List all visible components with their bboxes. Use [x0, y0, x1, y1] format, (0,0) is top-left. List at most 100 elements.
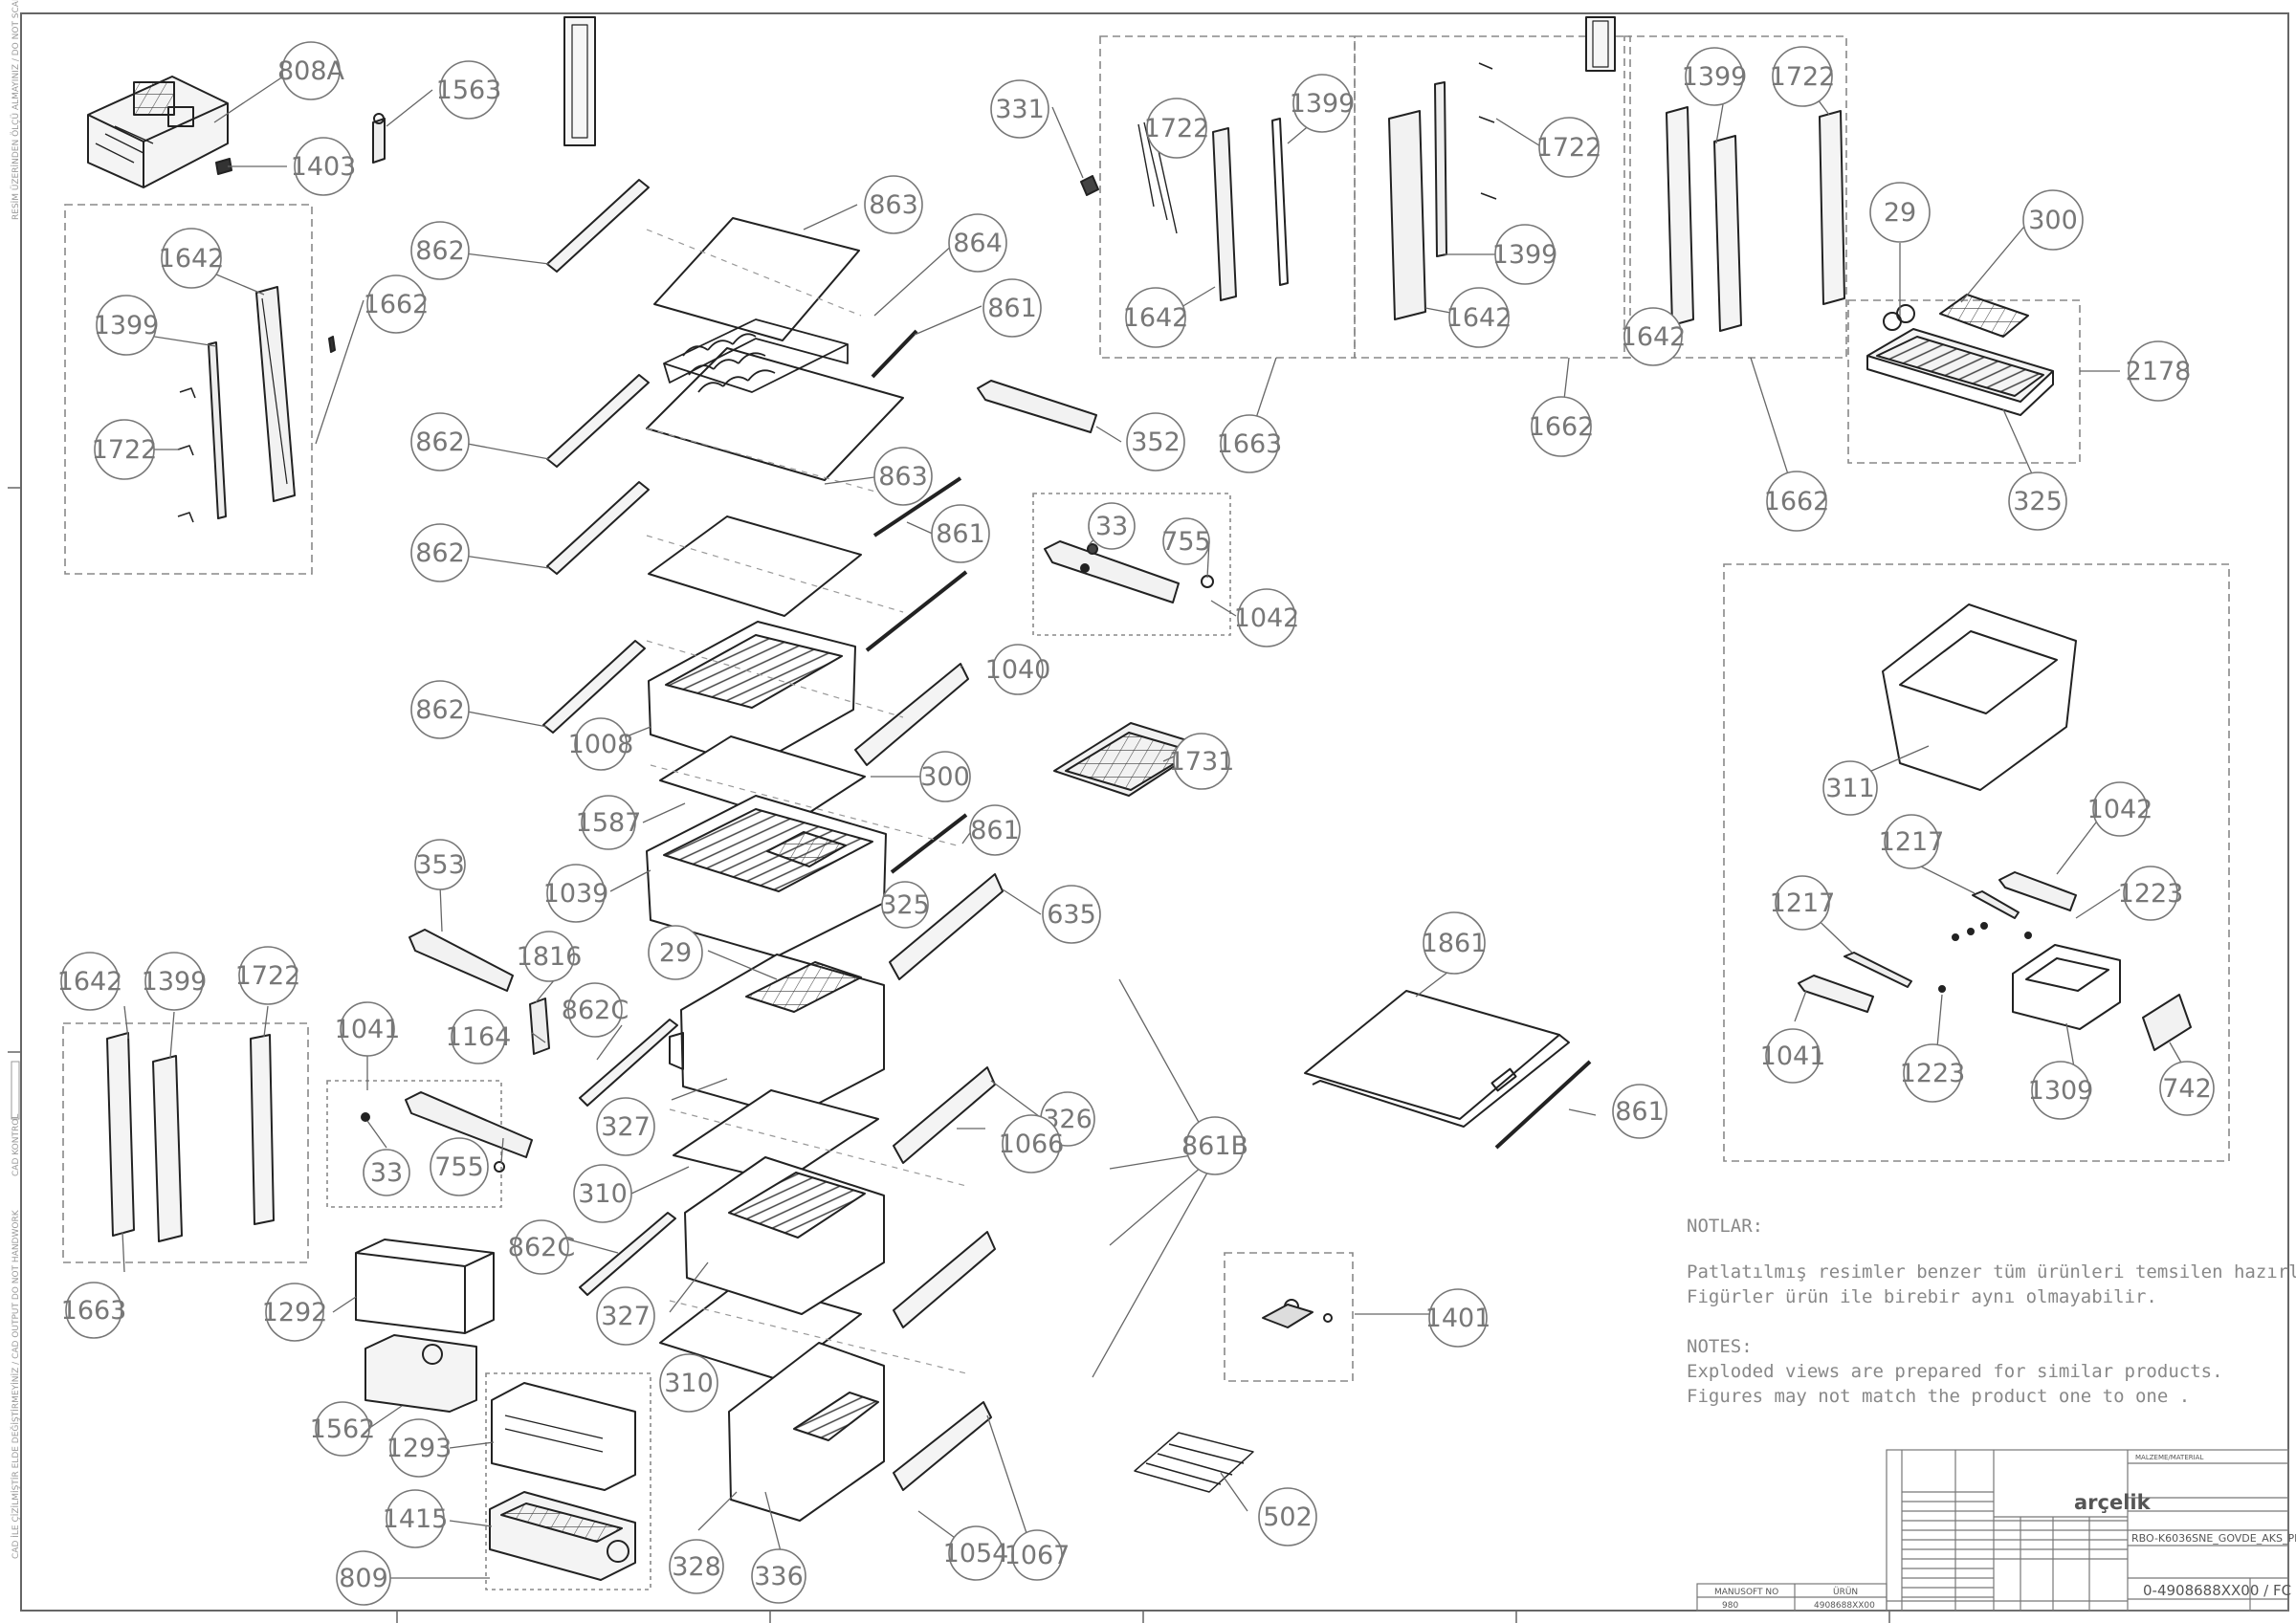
- callout-circle: [1146, 98, 1207, 159]
- callout-label: 1642: [1446, 303, 1512, 333]
- callout-c1066: 1066: [999, 1114, 1064, 1173]
- callout-circle: [2031, 1061, 2090, 1120]
- callout-circle: [1538, 117, 1600, 178]
- callout-label: 336: [754, 1562, 804, 1591]
- callout-label: 1861: [1422, 929, 1488, 958]
- side-label-top: RESİM ÜZERİNDEN ÖLÇÜ ALMAYINIZ / DO NOT …: [11, 0, 21, 220]
- callout-circle: [948, 1525, 1004, 1581]
- callout-label: 861: [970, 816, 1020, 845]
- callout-c33b: 33: [363, 1149, 410, 1196]
- callout-circle: [1011, 1529, 1063, 1581]
- manusoft-value: 980: [1722, 1601, 1738, 1611]
- callout-c862e: 862C: [562, 982, 629, 1038]
- part-1223: [1938, 922, 2032, 993]
- callout-circle: [265, 1283, 324, 1342]
- callout-c1042a: 1042: [1234, 588, 1299, 647]
- callout-circle: [659, 1353, 718, 1413]
- notes-heading-en: NOTES:: [1687, 1336, 1753, 1357]
- callout-circle: [366, 274, 426, 334]
- callout-circle: [581, 795, 636, 850]
- callout-label: 862: [415, 428, 465, 457]
- callout-circle: [2022, 189, 2084, 251]
- group-box-drawer-assembly: [1723, 563, 2230, 1162]
- brand-logo: arçelik: [2074, 1491, 2152, 1514]
- callout-c1662c: 1662: [1764, 471, 1830, 532]
- part-1008: [648, 621, 856, 768]
- callout-c1403: 1403: [291, 137, 357, 196]
- callout-label: 33: [370, 1158, 403, 1188]
- group-box-1662-left: [64, 204, 313, 575]
- callout-c1041a: 1041: [335, 1001, 400, 1057]
- part-808a: [87, 76, 229, 188]
- callout-circle: [363, 1149, 410, 1196]
- callout-label: 862: [415, 538, 465, 568]
- callout-c1642c: 1642: [1446, 287, 1512, 348]
- callout-label: 1415: [383, 1504, 449, 1534]
- callout-label: 1722: [1144, 114, 1210, 143]
- callout-c809: 809: [336, 1550, 391, 1606]
- callout-circle: [873, 447, 933, 506]
- callout-circle: [1822, 760, 1878, 816]
- part-353: [408, 929, 514, 992]
- callout-circle: [1428, 1288, 1488, 1348]
- callout-label: 1662: [1764, 487, 1830, 516]
- callout-c862a: 862: [410, 221, 470, 280]
- callout-circle: [751, 1548, 806, 1604]
- callout-circle: [1685, 47, 1744, 106]
- part-1292: [355, 1239, 495, 1334]
- callout-circle: [1772, 46, 1833, 107]
- callout-label: 1041: [1760, 1042, 1826, 1071]
- assembly-guides: [646, 229, 967, 1374]
- callout-c1309: 1309: [2028, 1061, 2093, 1120]
- callout-label: 1292: [262, 1298, 328, 1327]
- part-1563: [372, 113, 386, 164]
- callout-circle: [2092, 781, 2148, 837]
- callout-circle: [2159, 1061, 2215, 1116]
- callout-c29b: 29: [648, 925, 703, 980]
- callout-c1223b: 1223: [1900, 1043, 1965, 1103]
- callout-c331: 331: [990, 79, 1049, 139]
- callout-label: 1399: [94, 311, 160, 340]
- callout-label: 1642: [159, 244, 225, 274]
- callout-circle: [948, 213, 1007, 273]
- callout-c1164: 1164: [446, 1009, 512, 1064]
- callout-c1399c: 1399: [1492, 224, 1557, 285]
- part-863-shelf-top: [653, 217, 860, 341]
- callout-circle: [1884, 814, 1939, 869]
- callout-label: 1722: [235, 961, 301, 991]
- callout-label: 1164: [446, 1022, 512, 1052]
- callout-label: 861: [1615, 1097, 1665, 1127]
- callout-c325b: 325: [880, 881, 930, 929]
- part-1039: [646, 795, 887, 957]
- callout-label: 2178: [2126, 357, 2192, 386]
- part-1722-left: [177, 387, 196, 523]
- callout-label: 1662: [364, 290, 430, 319]
- callout-circle: [60, 952, 120, 1011]
- part-1415: [489, 1491, 636, 1581]
- callout-c861c: 861: [969, 804, 1021, 856]
- callout-label: 1008: [568, 730, 634, 759]
- part-311: [1882, 603, 2077, 791]
- callout-circle: [1162, 517, 1210, 565]
- callout-circle: [410, 221, 470, 280]
- callout-label: 1403: [291, 152, 357, 182]
- callout-c1401: 1401: [1425, 1288, 1490, 1348]
- part-862c-rail-1: [579, 1019, 678, 1107]
- callout-circle: [451, 1009, 506, 1064]
- callout-c311: 311: [1822, 760, 1878, 816]
- callout-label: 808A: [277, 56, 345, 86]
- callout-c1722d: 1722: [1770, 46, 1835, 107]
- callout-c29a: 29: [1869, 182, 1931, 243]
- part-502: [1134, 1432, 1254, 1493]
- part-742: [2142, 994, 2192, 1051]
- callout-label: 742: [2162, 1074, 2212, 1104]
- callout-c1563: 1563: [436, 60, 501, 120]
- callout-label: 1722: [1536, 133, 1602, 163]
- callout-c1292: 1292: [262, 1283, 328, 1342]
- callout-circle: [1002, 1114, 1061, 1173]
- side-label-middle: CAD KONTROL: [11, 1114, 21, 1176]
- callout-circle: [1765, 1028, 1821, 1084]
- callout-c861b: 861: [931, 504, 990, 563]
- group-boxes: [62, 35, 2230, 1590]
